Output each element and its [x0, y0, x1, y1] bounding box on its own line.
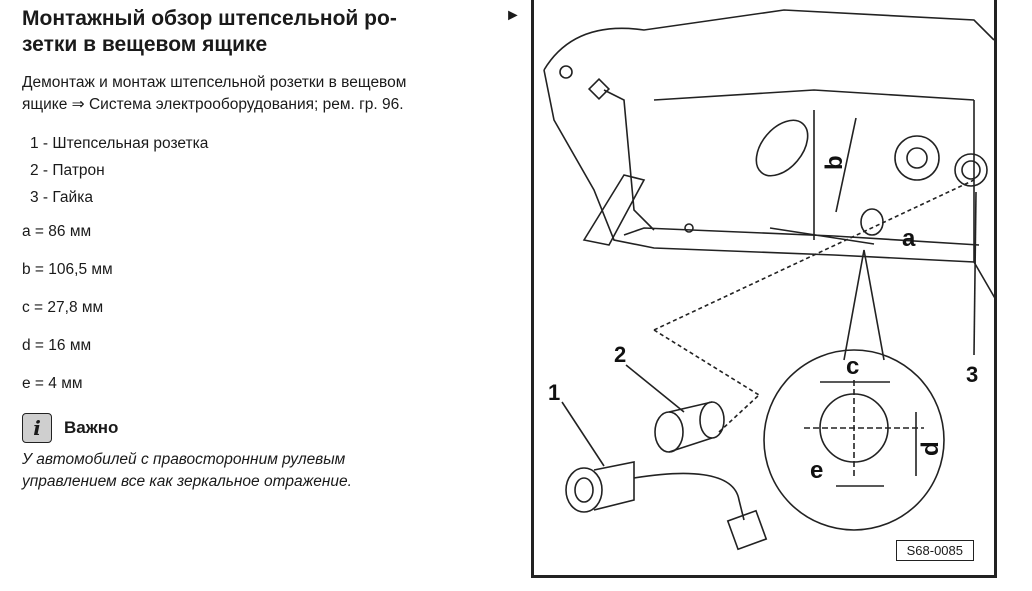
leader-line-3	[973, 191, 977, 356]
info-icon: i	[22, 413, 52, 443]
glovebox-top-edge	[543, 9, 995, 71]
title-line-2: зетки в вещевом ящике	[22, 33, 268, 56]
sleeve-thread	[699, 401, 725, 439]
clip-icon	[587, 77, 611, 101]
dimension-letter-e: e	[810, 457, 823, 484]
alignment-line	[653, 179, 975, 331]
screw-hole-icon	[559, 65, 573, 79]
sleeve-edge	[668, 437, 713, 453]
nut-inner	[961, 160, 981, 180]
alignment-line	[653, 329, 760, 396]
sleeve-icon	[654, 411, 684, 453]
continue-arrow-icon: ►	[505, 7, 521, 24]
assembly-drawing: 1 2 3 a b c d e	[543, 9, 997, 551]
assembly-figure: 1 2 3 a b c d e S68-0085	[531, 0, 997, 578]
socket-icon	[565, 467, 603, 513]
page-title: Монтажный обзор штепсельной ро- зетки в …	[22, 6, 512, 58]
title-line-1: Монтажный обзор штепсельной ро-	[22, 7, 397, 30]
socket-body	[593, 461, 635, 511]
nut-icon	[954, 153, 988, 187]
dimensions-list: a = 86 мм b = 106,5 мм c = 27,8 мм d = 1…	[22, 213, 512, 403]
dimension-d: d = 16 мм	[22, 337, 92, 354]
dimension-letter-b: b	[821, 155, 848, 170]
dimension-e: e = 4 мм	[22, 375, 83, 392]
detail-pointer	[843, 249, 885, 361]
leader-line-1	[561, 401, 605, 467]
glovebox-back	[653, 89, 975, 101]
light-switch-center	[906, 147, 928, 169]
text-column: Монтажный обзор штепсельной ро- зетки в …	[22, 6, 512, 493]
leader-line-2	[625, 364, 685, 413]
callout-3: 3	[966, 362, 978, 387]
figure-code: S68-0085	[895, 540, 974, 561]
dimension-letter-a: a	[902, 225, 916, 252]
glovebox-side	[603, 89, 655, 231]
dimension-letter-d: d	[917, 441, 944, 456]
part-item: 2 - Патрон	[30, 162, 105, 179]
alignment-line	[718, 394, 760, 433]
grille-vent-icon	[755, 119, 809, 177]
part-item: 1 - Штепсельная розетка	[30, 135, 209, 152]
socket-inner	[574, 477, 594, 503]
detail-circle	[763, 349, 945, 531]
note-header: i Важно	[22, 413, 512, 443]
glovebox-inner-lip	[623, 227, 980, 246]
part-item: 3 - Гайка	[30, 189, 93, 206]
light-switch-icon	[894, 135, 940, 181]
dimension-a-line	[769, 227, 875, 245]
glovebox-lip	[543, 69, 997, 301]
intro-line-1: Демонтаж и монтаж штепсельной розетки в …	[22, 74, 407, 91]
dimension-c: c = 27,8 мм	[22, 299, 104, 316]
note-text: У автомобилей с правосторонним рулевым у…	[22, 451, 352, 490]
dimension-a: a = 86 мм	[22, 223, 92, 240]
dimension-letter-c: c	[846, 353, 859, 380]
callout-2: 2	[614, 342, 626, 367]
socket-wires	[633, 472, 745, 521]
intro-paragraph: Демонтаж и монтаж штепсельной розетки в …	[22, 72, 512, 116]
connector-plug-icon	[726, 509, 768, 551]
callout-1: 1	[548, 380, 560, 405]
hinge-bracket	[582, 174, 646, 246]
screw-hole-icon	[684, 223, 694, 233]
dimension-b-line	[835, 117, 857, 213]
parts-list: 1 - Штепсельная розетка 2 - Патрон 3 - Г…	[22, 130, 512, 211]
intro-line-2[interactable]: ящике ⇒ Система электрооборудования; рем…	[22, 96, 404, 113]
sleeve-edge	[668, 401, 713, 413]
dimension-b: b = 106,5 мм	[22, 261, 113, 278]
note-title: Важно	[64, 418, 119, 437]
